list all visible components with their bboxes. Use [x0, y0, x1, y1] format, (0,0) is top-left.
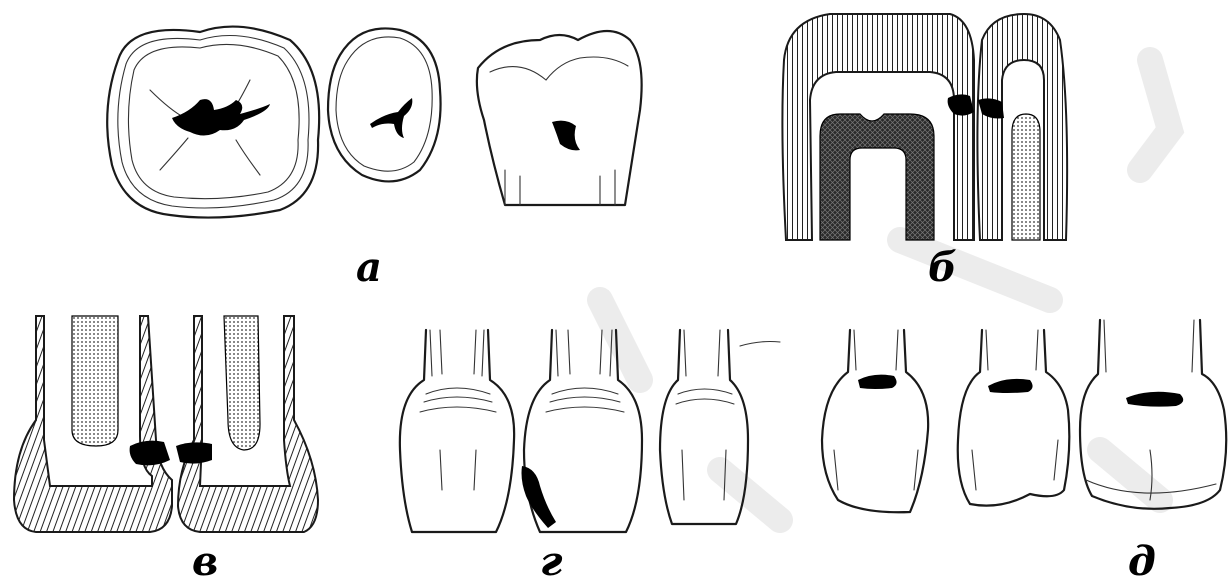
incisor-3	[660, 330, 748, 524]
incisor-1	[400, 330, 514, 532]
tooth-cervical-3	[1080, 320, 1226, 509]
molar-buccal	[477, 31, 642, 205]
panel-b-label: б	[928, 248, 957, 288]
tooth-cervical-2	[958, 330, 1070, 506]
panel-g: г	[380, 300, 800, 581]
tooth-section-right	[977, 14, 1067, 240]
panel-d-drawing	[810, 300, 1228, 581]
panel-v-label: в	[192, 542, 218, 582]
panel-g-label: г	[540, 542, 563, 582]
panel-d: д	[810, 300, 1228, 581]
panel-v: в	[0, 300, 330, 581]
tooth-section-left	[14, 316, 172, 532]
panel-v-drawing	[0, 300, 330, 581]
tooth-cervical-1	[822, 330, 928, 512]
tooth-section-right	[176, 316, 318, 532]
molar-occlusal-1	[107, 27, 319, 218]
premolar-occlusal	[328, 28, 441, 181]
panel-a-label: а	[356, 248, 382, 288]
panel-g-drawing	[380, 300, 800, 581]
tooth-section-left	[782, 14, 974, 240]
panel-a-drawing	[0, 0, 700, 290]
panel-b-drawing	[760, 0, 1228, 290]
panel-a: а	[0, 0, 700, 290]
panel-b: б	[760, 0, 1228, 290]
panel-d-label: д	[1128, 542, 1156, 582]
incisor-2	[522, 330, 643, 532]
